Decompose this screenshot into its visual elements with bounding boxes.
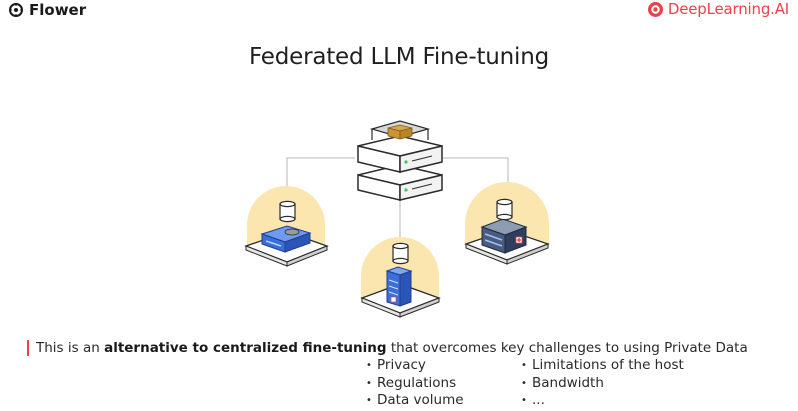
client-center-icon xyxy=(360,237,441,318)
list-item: ... xyxy=(521,392,684,410)
statement-emphasis: alternative to centralized fine-tuning xyxy=(104,340,387,356)
challenges-list-left: Privacy Regulations Data volume xyxy=(366,357,464,410)
client-right-icon xyxy=(464,182,550,265)
list-item: Limitations of the host xyxy=(521,357,684,375)
list-item: Privacy xyxy=(366,357,464,375)
client-left-icon xyxy=(244,186,329,267)
list-item: Bandwidth xyxy=(521,375,684,393)
challenges-list-right: Limitations of the host Bandwidth ... xyxy=(521,357,684,410)
statement-prefix: This is an xyxy=(36,340,105,356)
deeplearning-icon xyxy=(647,1,663,17)
summary-statement: This is an alternative to centralized fi… xyxy=(27,340,748,356)
deeplearning-logo: DeepLearning.AI xyxy=(647,0,789,18)
flower-icon xyxy=(9,3,23,17)
central-server-icon xyxy=(357,120,443,201)
statement-suffix: that overcomes key challenges to using P… xyxy=(386,340,748,356)
list-item: Data volume xyxy=(366,392,464,410)
slide-title: Federated LLM Fine-tuning xyxy=(249,44,549,70)
flower-brand-text: Flower xyxy=(29,1,87,19)
federated-diagram xyxy=(244,120,550,318)
list-item: Regulations xyxy=(366,375,464,393)
deeplearning-brand-text: DeepLearning.AI xyxy=(667,0,789,18)
flower-logo: Flower xyxy=(8,0,86,20)
